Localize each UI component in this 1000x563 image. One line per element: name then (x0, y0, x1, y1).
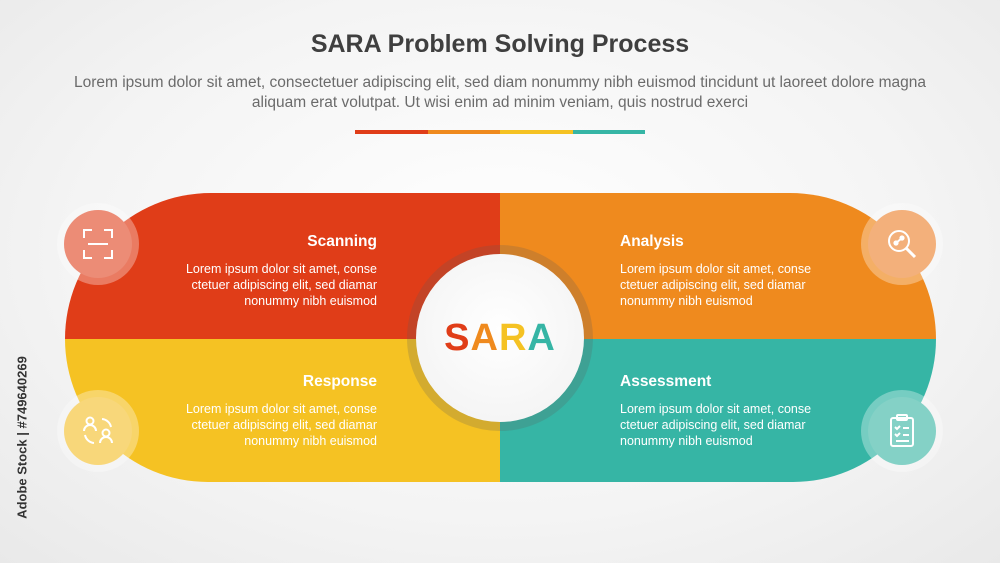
people-cycle-icon (83, 416, 113, 444)
clipboard-check-icon (890, 414, 914, 447)
analysis-title: Analysis (620, 233, 684, 250)
assessment-title: Assessment (620, 373, 712, 390)
watermark-text: Adobe Stock | #749640269 (14, 356, 30, 519)
scanning-text: Lorem ipsum dolor sit amet, conse ctetue… (185, 262, 377, 308)
search-analysis-icon (888, 230, 917, 259)
divider-segment-red (355, 130, 428, 134)
divider-segment-teal (572, 130, 645, 134)
response-icon-badge (57, 390, 139, 472)
page-subtitle: Lorem ipsum dolor sit amet, consectetuer… (73, 74, 927, 111)
center-circle: SARA (416, 254, 584, 422)
title-divider (355, 130, 645, 134)
sara-letter-a2: A (527, 316, 556, 359)
sara-wordmark: SARA (444, 317, 556, 360)
sara-diagram: SARA Scanning Lorem ipsum dolor sit amet… (65, 193, 936, 482)
sara-letter-a: A (470, 316, 499, 359)
assessment-text: Lorem ipsum dolor sit amet, conse ctetue… (620, 402, 812, 448)
scanning-icon-badge (57, 203, 139, 285)
analysis-icon-badge (861, 203, 943, 285)
sara-letter-r: R (498, 316, 528, 359)
divider-segment-orange (427, 130, 500, 134)
assessment-icon-badge (861, 390, 943, 472)
response-text: Lorem ipsum dolor sit amet, conse ctetue… (185, 402, 377, 448)
analysis-text: Lorem ipsum dolor sit amet, conse ctetue… (620, 262, 812, 308)
page-title: SARA Problem Solving Process (310, 30, 690, 58)
response-title: Response (302, 373, 377, 390)
scanning-title: Scanning (307, 233, 377, 250)
sara-letter-s: S (444, 316, 471, 359)
divider-segment-yellow (500, 130, 573, 134)
stock-watermark: Adobe Stock | #749640269 (12, 320, 32, 550)
scan-icon (83, 229, 113, 259)
